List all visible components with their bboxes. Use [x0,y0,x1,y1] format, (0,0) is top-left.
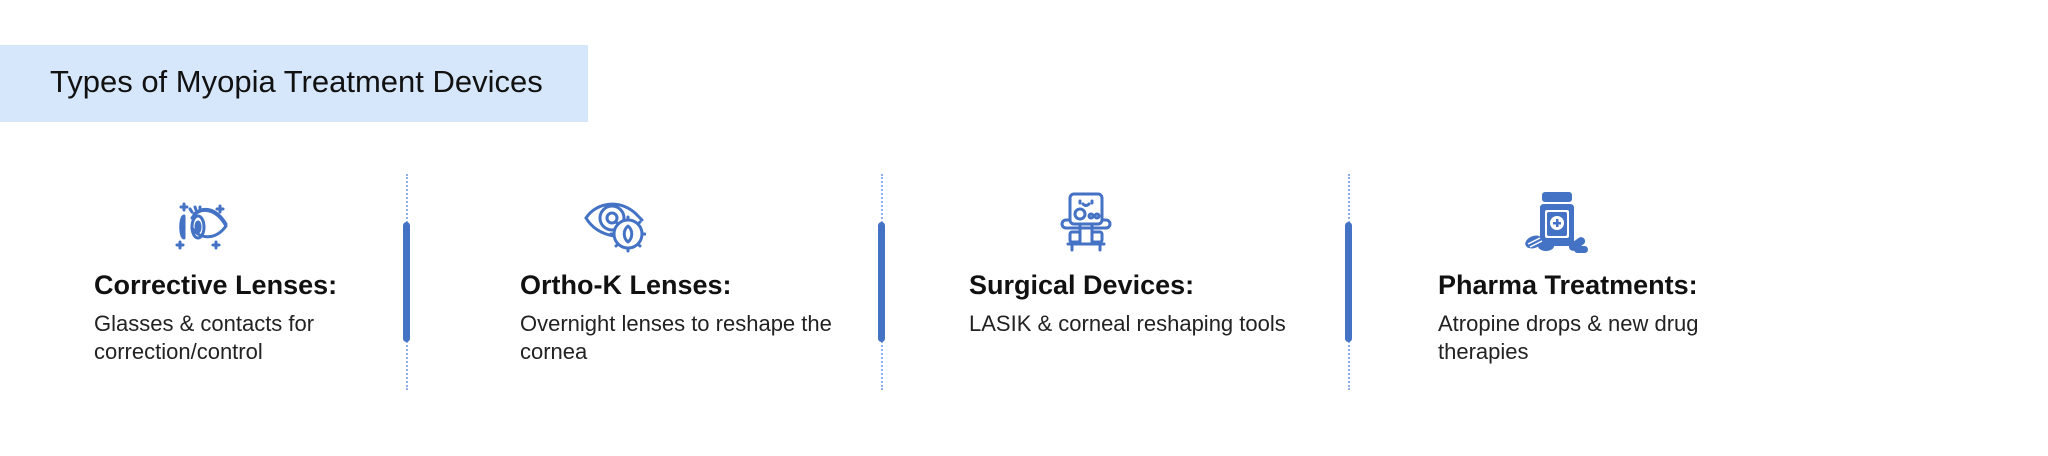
item-heading: Surgical Devices: [969,270,1195,300]
item-description: Overnight lenses to reshape the cornea [520,311,832,364]
column-divider [877,174,887,390]
column-divider [1344,174,1354,390]
divider-accent-bar [403,222,410,342]
title-banner: Types of Myopia Treatment Devices [0,45,588,122]
item-description: Glasses & contacts for correction/contro… [94,311,315,364]
item-heading: Pharma Treatments: [1438,270,1698,300]
column-divider [402,174,412,390]
item-heading: Ortho-K Lenses: [520,270,732,300]
divider-accent-bar [878,222,885,342]
item-description: Atropine drops & new drug therapies [1438,311,1699,364]
page-title: Types of Myopia Treatment Devices [50,64,543,99]
item-heading: Corrective Lenses: [94,270,338,300]
medicine-bottle-pills-icon [1524,190,1588,254]
medical-device-cart-icon [1054,190,1118,254]
divider-accent-bar [1345,222,1352,342]
item-description: LASIK & corneal reshaping tools [969,311,1286,336]
eye-lens-icon [170,190,234,254]
eye-contact-lens-icon [582,190,646,254]
